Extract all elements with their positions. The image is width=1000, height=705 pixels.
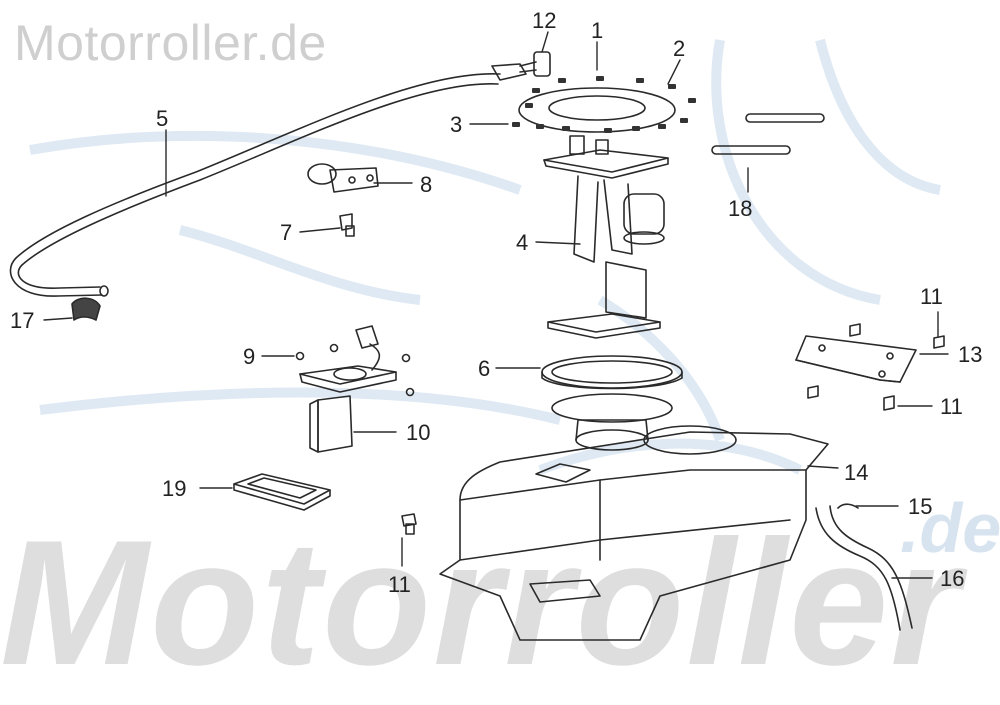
watermark-top: Motorroller.de [14,15,327,71]
parts-drawing: 1 2 3 4 5 6 7 8 9 10 11 11 11 12 13 14 1… [9,8,982,641]
callout-6: 6 [478,356,490,381]
callout-1: 1 [591,18,603,43]
hose-clip-part [71,297,101,321]
callout-17: 17 [10,308,34,333]
callout-7: 7 [280,220,292,245]
callout-15: 15 [908,494,932,519]
fuel-pump-part [543,135,669,339]
elbow-fitting-part [491,51,551,81]
small-clip-part [837,503,859,509]
callout-11-right: 11 [940,394,963,419]
callout-labels: 1 2 3 4 5 6 7 8 9 10 11 11 11 12 13 14 1… [10,8,982,597]
strap-part [711,113,825,155]
bolt-7-part [339,213,355,237]
callout-19: 19 [162,476,186,501]
fuel-sender-part [295,325,415,453]
callout-5: 5 [156,106,168,131]
callout-12: 12 [532,8,556,33]
hose-clamp-part [307,163,379,193]
bolt-11-part [401,513,417,535]
callout-18: 18 [728,196,752,221]
leader-lines [43,31,949,579]
callout-9: 9 [243,344,255,369]
pump-plate-ring-part [518,87,676,133]
callout-16: 16 [940,566,964,591]
fuel-hose-part [9,73,501,297]
logo-swirl-watermark [29,38,941,475]
nut-ring-part [512,76,696,133]
callout-3: 3 [450,112,462,137]
gasket-part [233,473,331,511]
watermark-suffix: .de [900,489,1000,567]
drain-hose-part [815,505,913,631]
callout-8: 8 [420,172,432,197]
callout-10: 10 [406,420,430,445]
fuel-tank-part [439,393,829,641]
callout-2: 2 [673,36,685,61]
seal-ring-part [541,355,683,390]
tank-bracket-part [795,323,945,411]
callout-11-bottom: 11 [388,572,411,597]
callout-11-top: 11 [920,284,943,309]
exploded-diagram: Motorroller.de Motorroller .de [0,8,1000,702]
callout-14: 14 [844,460,868,485]
callout-4: 4 [516,230,528,255]
callout-13: 13 [958,342,982,367]
